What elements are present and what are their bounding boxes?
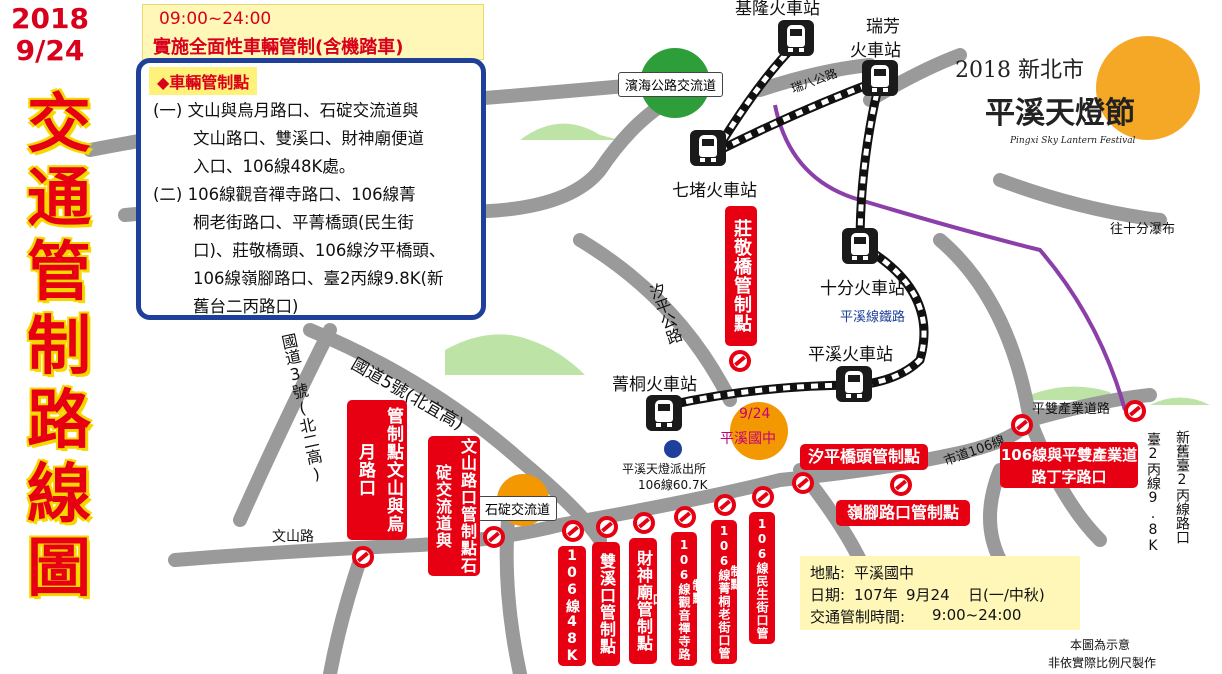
train-icon [646,395,682,431]
checkpoint-shiding-wenshan: 文山路口管制點石碇交流道與 [428,436,480,576]
date-prefix: 107年 [854,586,898,604]
title-char: 路 [27,384,91,458]
police-line1: 平溪天燈派出所 [622,462,707,476]
station-label-shifen: 十分火車站 [820,279,905,299]
festival-title-line1: 2018 新北市 [955,58,1084,83]
title-char: 交 [27,88,91,162]
station-label-qidu: 七堵火車站 [672,181,757,201]
train-icon [778,20,814,56]
date: 9/24 [15,34,85,67]
venue-date: 9/24 [739,406,771,422]
no-entry-icon [792,472,814,494]
no-entry-icon [674,506,696,528]
date-label: 日期: [810,586,846,604]
checkpoint-wenshan-wuyue: 管制點文山與烏月路口 [347,400,407,540]
checkpoint-zhuangjing: 莊敬橋管制點 [725,206,757,346]
station-label-jingtong: 菁桐火車站 [612,375,697,395]
station-label-ruifang: 瑞芳 [866,17,900,37]
title-char: 通 [27,162,91,236]
time-value: 9:00~24:00 [932,606,1022,624]
pingxi-rail-label: 平溪線鐵路 [840,310,906,325]
control-points-heading: ◆車輛管制點 [149,67,258,95]
checkpoint-minsheng: 106線民生街口管制點 [729,512,775,644]
festival-title-line2: 平溪天燈節 [985,96,1135,131]
train-icon [862,60,898,96]
no-entry-icon [633,512,655,534]
festival-sun [1096,36,1200,140]
checkpoint-shuangxi: 雙溪口管制點 [592,542,620,666]
pingshuang-road-label: 平雙產業道路 [1032,402,1111,417]
station-label-keelung: 基隆火車站 [735,0,820,19]
shiding-ic-label: 石碇交流道 [478,496,558,521]
date-suffix: 日(一/中秋) [968,586,1045,604]
no-entry-icon [890,474,912,496]
checkpoint-caishen: 財神廟管制點 [629,538,657,664]
festival-title-line3: Pingxi Sky Lantern Festival [1010,136,1136,146]
police-badge-icon [664,440,682,458]
mountain-shape [1030,386,1110,400]
train-icon [836,366,872,402]
time-box: 09:00~24:00 實施全面性車輛管制(含機踏車) [142,4,484,60]
mountain-shape [1150,397,1210,405]
no-entry-icon [1011,414,1033,436]
time-label: 交通管制時間: [810,608,906,626]
date-highlight: 9月24 [906,586,950,604]
purple-road [773,104,1127,411]
control-hours: 09:00~24:00 [159,9,272,29]
coastal-ic-label: 濱海公路交流道 [618,72,724,97]
control-points-box: ◆車輛管制點 (一) 文山與烏月路口、石碇交流道與 文山路口、雙溪口、財神廟便道… [136,58,486,320]
no-entry-icon [714,494,736,516]
title-char: 制 [27,310,91,384]
police-line2: 106線60.7K [638,478,708,492]
no-entry-icon [752,486,774,508]
mountain-shape [520,123,620,140]
station-label-ruifang-2: 火車站 [850,41,901,61]
map-title: 交 通 管 制 路 線 圖 [18,88,100,606]
station-label-pingxi: 平溪火車站 [808,345,893,365]
checkpoint-guanyin: 106線觀音禪寺路口 [651,532,697,666]
no-entry-icon [596,516,618,538]
checkpoint-pingshuang-t: 106線與平雙產業道路丁字路口 [1000,442,1138,488]
control-line: 入口、106線48K處。 [193,157,356,176]
wenshan-road-label: 文山路 [272,529,314,545]
place-label: 地點: [810,564,846,582]
place-value: 平溪國中 [854,564,915,582]
no-entry-icon [1124,400,1146,422]
title-char: 線 [27,458,91,532]
train-icon [690,130,726,166]
checkpoint-48k: 106線48K管制點 [536,546,586,666]
control-line: (一) 文山與烏月路口、石碇交流道與 [153,101,419,120]
route2c-new-label: 新舊臺2丙線路口 [1174,430,1190,544]
route2c-label: 臺2丙線9.8K [1145,432,1161,554]
no-entry-icon [352,546,374,568]
venue-name: 平溪國中 [720,431,776,447]
control-note: 實施全面性車輛管制(含機踏車) [153,37,404,58]
no-entry-icon [729,350,751,372]
control-line: 106線嶺腳路口、臺2丙線9.8K(新 [193,269,444,288]
checkpoint-jingtong-old: 106線菁桐老街口管制點 [691,520,737,664]
disclaimer-line1: 本圖為示意 [1070,638,1131,652]
control-line: 口)、莊敬橋頭、106線汐平橋頭、 [193,241,446,260]
year: 2018 [11,2,89,35]
train-icon [842,228,878,264]
title-char: 圖 [27,532,91,606]
title-char: 管 [27,236,91,310]
disclaimer-line2: 非依實際比例尺製作 [1048,656,1157,670]
venue-marker [730,402,788,460]
event-details-box: 地點: 平溪國中 日期: 107年 9月24 日(一/中秋) 交通管制時間: 9… [800,556,1080,630]
to-shifen-falls-label: 往十分瀑布 [1110,222,1176,237]
control-line: (二) 106線觀音禪寺路口、106線菁 [153,185,416,204]
control-line: 桐老街路口、平菁橋頭(民生街 [193,213,414,232]
control-line: 舊台二丙路口) [193,297,299,316]
no-entry-icon [483,526,505,548]
control-line: 文山路口、雙溪口、財神廟便道 [193,129,424,148]
checkpoint-xiping-bridge: 汐平橋頭管制點 [800,444,928,470]
no-entry-icon [562,520,584,542]
mountain-shape [445,334,585,375]
checkpoint-lingjiao: 嶺腳路口管制點 [836,500,970,526]
